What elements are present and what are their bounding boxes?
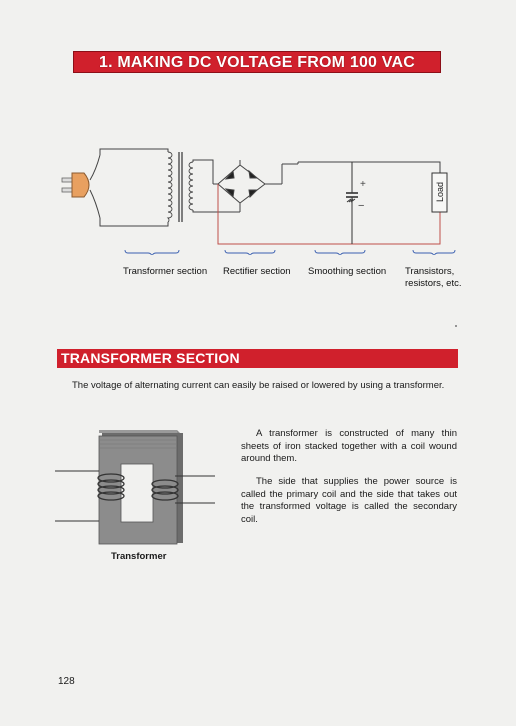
capacitor-symbol (346, 162, 358, 244)
minus-sign: − (358, 200, 364, 212)
paragraph-construction: A transformer is constructed of many thi… (241, 428, 457, 464)
section-braces (124, 249, 456, 255)
label-transistors: Transistors, (405, 266, 455, 277)
label-smoothing-section: Smoothing section (308, 266, 387, 277)
section-heading: TRANSFORMER SECTION (57, 349, 458, 368)
paragraph-coils: The side that supplies the power source … (241, 476, 457, 525)
plus-sign: + (360, 179, 366, 190)
power-supply-circuit-diagram: + − Load (61, 148, 456, 255)
figure-caption: Transformer (111, 551, 167, 562)
paper-speck (455, 325, 457, 327)
bridge-rectifier-symbol (213, 160, 299, 213)
transformer-symbol (166, 151, 194, 223)
load-label: Load (435, 182, 445, 202)
ac-plug-icon (61, 154, 101, 219)
transformer-illustration (55, 430, 215, 545)
page-number: 128 (58, 676, 75, 687)
intro-text: The voltage of alternating current can e… (72, 380, 445, 391)
page-title: 1. MAKING DC VOLTAGE FROM 100 VAC (73, 51, 441, 73)
label-rectifier-section: Rectifier section (223, 266, 291, 277)
label-transformer-section: Transformer section (123, 266, 208, 277)
label-resistors: resistors, etc. (405, 278, 462, 289)
load-resistor: Load (431, 172, 448, 213)
